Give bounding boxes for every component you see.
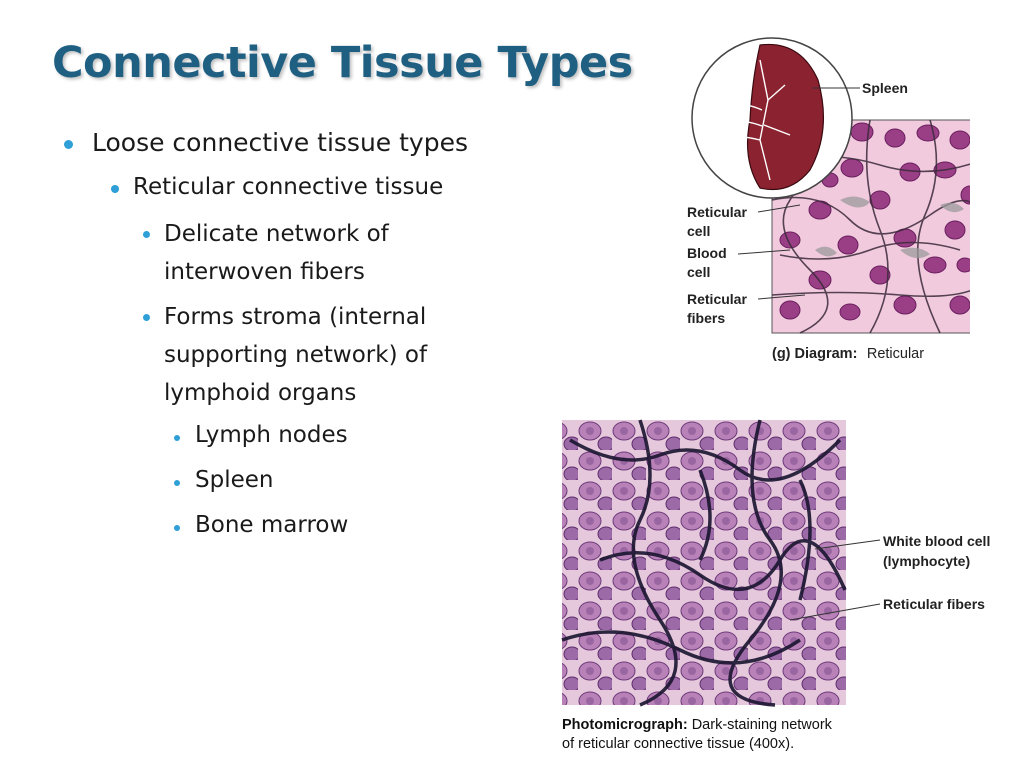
- bullet-l3b-line2: supporting network) of: [164, 342, 428, 368]
- bullet-dot-l4-2: [174, 525, 180, 531]
- diagram-caption-bold: (g) Diagram:: [772, 346, 857, 362]
- bullet-l4-bone-marrow: Bone marrow: [195, 512, 349, 538]
- bullet-dot-l3b: [143, 314, 150, 321]
- bullet-l3a-line2: interwoven fibers: [164, 259, 365, 285]
- diagram-caption-text: Reticular: [867, 346, 924, 362]
- label-blood-cell-line1: Blood: [687, 245, 727, 261]
- photo-caption: Photomicrograph: Dark-staining network o…: [562, 716, 832, 754]
- bullet-l4-lymph-nodes: Lymph nodes: [195, 422, 348, 448]
- bullet-l3a: Delicate network of interwoven fibers: [164, 215, 389, 291]
- spleen-inset: Spleen: [691, 37, 908, 199]
- diagram-labels: Reticular cell Blood cell Reticular fibe…: [687, 204, 924, 362]
- bullet-l4-spleen: Spleen: [195, 467, 274, 493]
- bullet-dot-l4-1: [174, 480, 180, 486]
- label-reticular-cell-line1: Reticular: [687, 204, 747, 220]
- label-white-blood-cell-line2: (lymphocyte): [883, 553, 970, 569]
- bullet-l3b: Forms stroma (internal supporting networ…: [164, 298, 427, 412]
- photo-caption-line1: Dark-staining network: [691, 717, 832, 733]
- bullet-l3a-line1: Delicate network of: [164, 221, 389, 247]
- bullet-dot-l3a: [143, 231, 150, 238]
- reticular-fiber-network: [561, 419, 847, 707]
- photo-caption-bold: Photomicrograph:: [562, 717, 688, 733]
- label-reticular-cell-line2: cell: [687, 223, 710, 239]
- reticular-diagram-figure: Spleen Reticular cell Blood cell Reticul…: [687, 37, 970, 362]
- label-reticular-fibers-line1: Reticular: [687, 291, 747, 307]
- bullet-l3b-line1: Forms stroma (internal: [164, 304, 427, 330]
- label-blood-cell-line2: cell: [687, 264, 710, 280]
- diagram-caption: (g) Diagram: Reticular: [772, 345, 924, 362]
- label-reticular-fibers-line2: fibers: [687, 310, 725, 326]
- label-spleen: Spleen: [862, 80, 908, 96]
- bullet-dot-l2: [111, 185, 119, 193]
- photo-caption-line2: of reticular connective tissue (400x).: [562, 736, 795, 752]
- photomicrograph-figure: White blood cell (lymphocyte) Reticular …: [561, 419, 990, 707]
- bullet-dot-l1: [64, 140, 73, 149]
- bullet-dot-l4-0: [174, 435, 180, 441]
- bullet-l3b-line3: lymphoid organs: [164, 380, 357, 406]
- bullet-l2: Reticular connective tissue: [133, 174, 444, 200]
- bullet-l1: Loose connective tissue types: [92, 128, 469, 157]
- label-white-blood-cell-line1: White blood cell: [883, 533, 990, 549]
- slide-title: Connective Tissue Types: [52, 38, 633, 88]
- label-photo-reticular-fibers: Reticular fibers: [883, 596, 985, 612]
